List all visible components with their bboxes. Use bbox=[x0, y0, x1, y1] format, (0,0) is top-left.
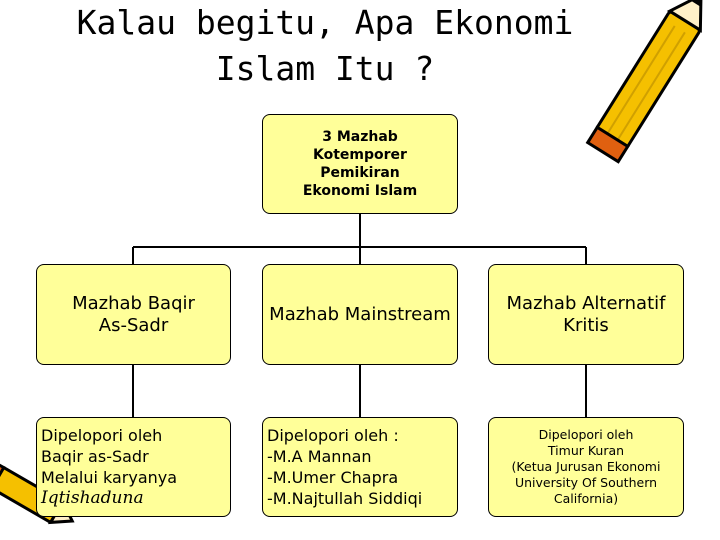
root-line-3: Pemikiran bbox=[320, 164, 400, 182]
detail-line-3: -M.Umer Chapra bbox=[267, 467, 457, 488]
root-line-1: 3 Mazhab bbox=[322, 128, 398, 146]
node-mazhab-mainstream: Mazhab Mainstream bbox=[262, 264, 458, 365]
detail-line-2: Baqir as-Sadr bbox=[41, 446, 230, 467]
detail-line-4: -M.Najtullah Siddiqi bbox=[267, 488, 457, 509]
node-label-line-1: Mazhab Mainstream bbox=[269, 304, 451, 326]
node-mazhab-baqir: Mazhab Baqir As-Sadr bbox=[36, 264, 231, 365]
node-label-line-2: As-Sadr bbox=[99, 315, 168, 337]
detail-line-3: Melalui karyanya bbox=[41, 467, 230, 488]
detail-line-2: -M.A Mannan bbox=[267, 446, 457, 467]
root-line-2: Kotemporer bbox=[313, 146, 407, 164]
detail-line-3: (Ketua Jurusan Ekonomi bbox=[512, 459, 661, 475]
detail-line-5: California) bbox=[554, 491, 618, 507]
node-alternatif-details: Dipelopori oleh Timur Kuran (Ketua Jurus… bbox=[488, 417, 684, 517]
node-label-line-1: Mazhab Baqir bbox=[72, 293, 195, 315]
detail-line-4: University Of Southern bbox=[515, 475, 657, 491]
detail-line-2: Timur Kuran bbox=[548, 443, 624, 459]
node-label-line-2: Kritis bbox=[563, 315, 609, 337]
node-baqir-details: Dipelopori oleh Baqir as-Sadr Melalui ka… bbox=[36, 417, 231, 517]
detail-line-1: Dipelopori oleh bbox=[41, 425, 230, 446]
pencil-icon-top-right bbox=[588, 0, 717, 162]
detail-line-1: Dipelopori oleh bbox=[539, 427, 634, 443]
detail-line-1: Dipelopori oleh : bbox=[267, 425, 457, 446]
node-mazhab-alternatif: Mazhab Alternatif Kritis bbox=[488, 264, 684, 365]
root-node: 3 Mazhab Kotemporer Pemikiran Ekonomi Is… bbox=[262, 114, 458, 214]
node-label-line-1: Mazhab Alternatif bbox=[507, 293, 666, 315]
detail-book-title: Iqtishaduna bbox=[41, 488, 230, 509]
node-mainstream-details: Dipelopori oleh : -M.A Mannan -M.Umer Ch… bbox=[262, 417, 458, 517]
root-line-4: Ekonomi Islam bbox=[303, 182, 417, 200]
